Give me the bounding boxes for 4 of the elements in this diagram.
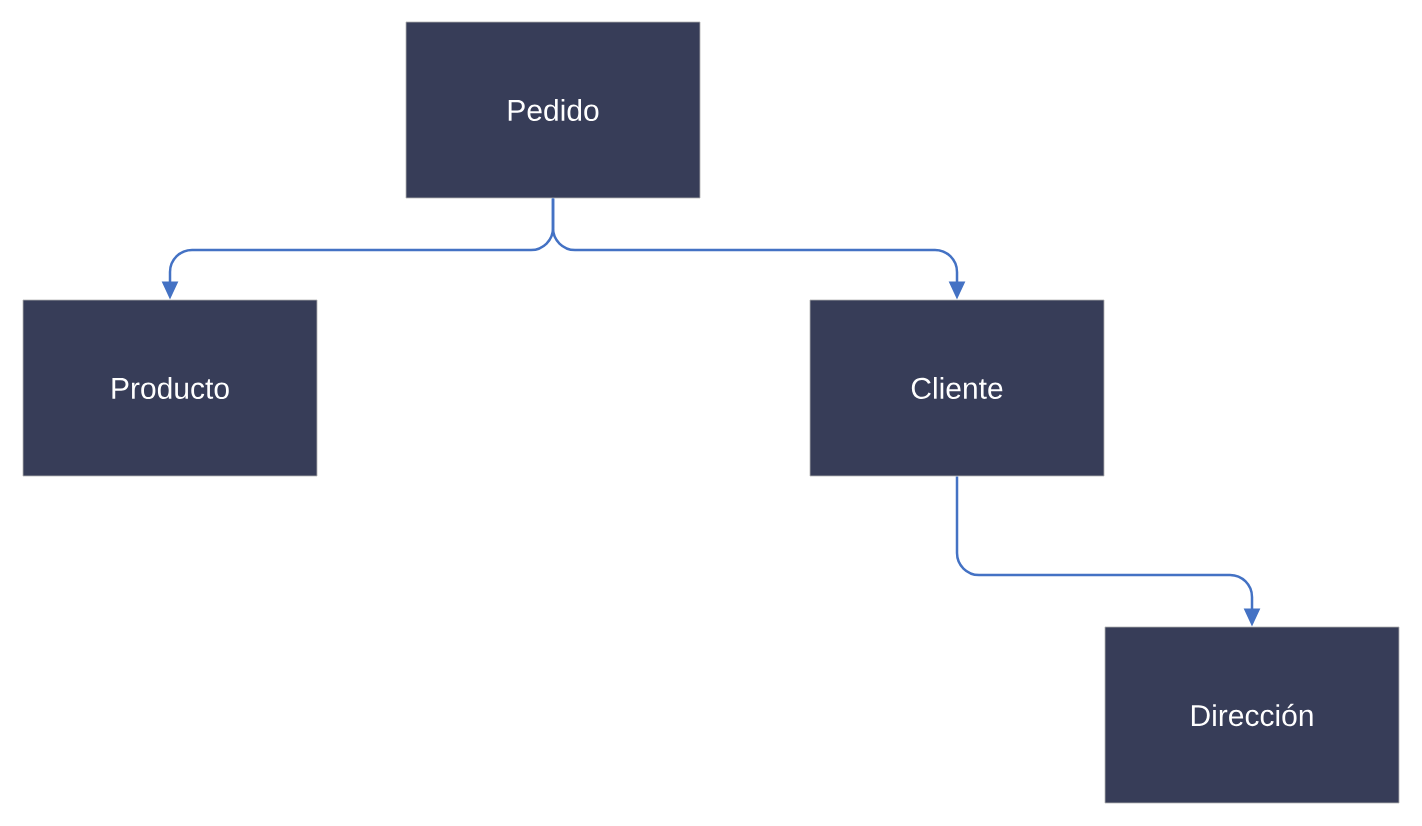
- entity-box: Producto: [22, 299, 318, 477]
- entity-box: Pedido: [405, 21, 701, 199]
- entity-box: Dirección: [1104, 626, 1400, 804]
- entity-box: Cliente: [809, 299, 1105, 477]
